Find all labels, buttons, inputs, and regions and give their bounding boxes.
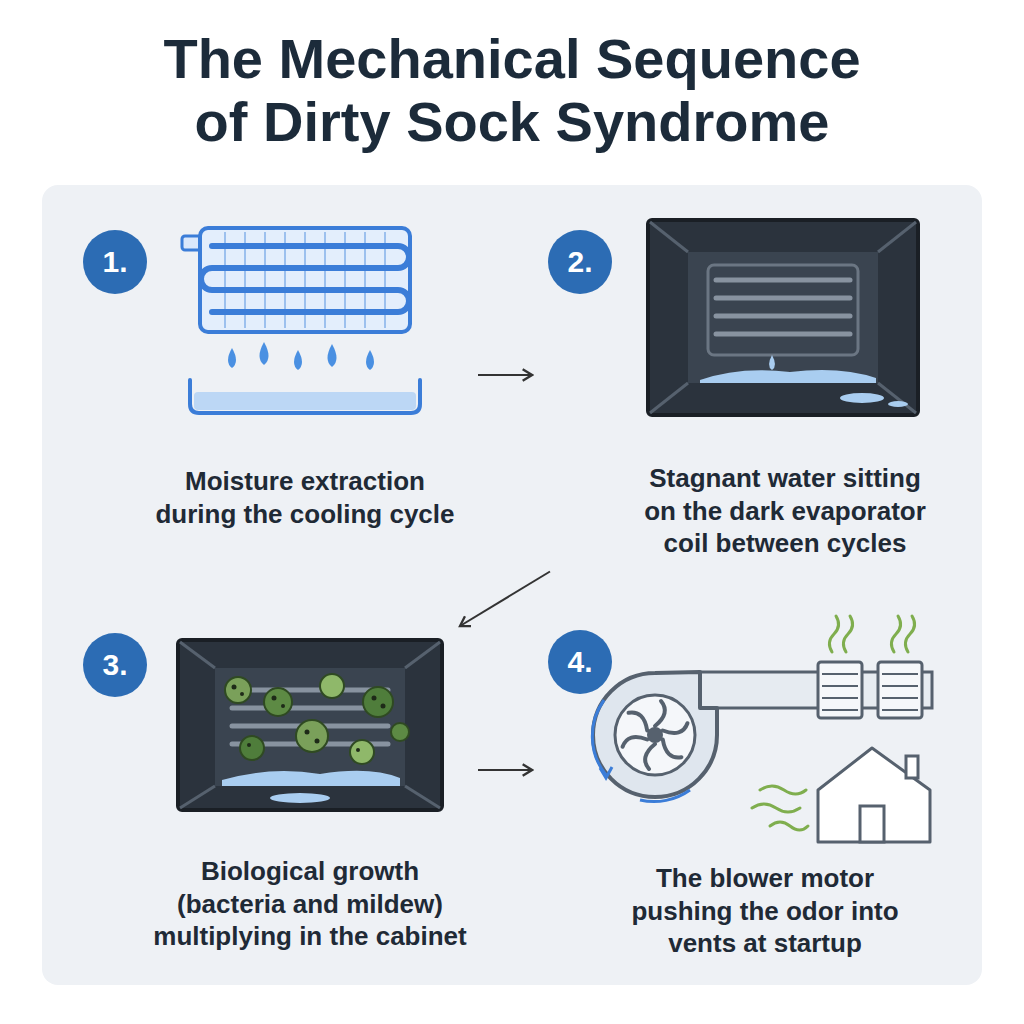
step-panel: The blower motor pushing the odor into v… (540, 630, 985, 968)
panel-background (42, 185, 982, 985)
step-panel: Stagnant water sitting on the dark evapo… (540, 215, 985, 568)
coil-icon (182, 228, 420, 413)
step-number: 1. (102, 245, 127, 279)
growth-cabinet-icon (178, 640, 442, 810)
flow-arrow (478, 769, 532, 771)
step-number-badge: 2. (548, 230, 612, 294)
step-number: 4. (567, 645, 592, 679)
step-caption: Biological growth (bacteria and mildew) … (149, 855, 471, 953)
cabinet-icon (648, 220, 918, 415)
step-panel: Moisture extraction during the cooling c… (70, 215, 470, 538)
blower-icon (592, 616, 932, 842)
diagram-title: The Mechanical Sequence of Dirty Sock Sy… (147, 28, 877, 153)
flow-arrow (460, 572, 550, 627)
step-number: 2. (567, 245, 592, 279)
step-number-badge: 1. (83, 230, 147, 294)
step-caption: The blower motor pushing the odor into v… (615, 862, 915, 960)
flow-arrow (478, 374, 532, 376)
step-panel: Biological growth (bacteria and mildew) … (70, 630, 470, 961)
step-number-badge: 4. (548, 630, 612, 694)
step-number-badge: 3. (83, 633, 147, 697)
step-caption: Moisture extraction during the cooling c… (149, 465, 461, 530)
step-caption: Stagnant water sitting on the dark evapo… (637, 462, 933, 560)
step-number: 3. (102, 648, 127, 682)
